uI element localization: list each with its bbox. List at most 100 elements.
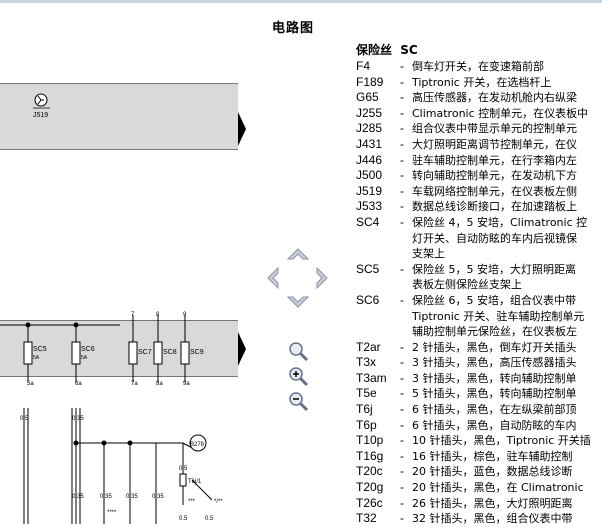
legend-item-line: 表板左侧保险丝支架上 bbox=[412, 278, 522, 292]
fuse-amp-sc6: 5A bbox=[81, 355, 88, 361]
legend-item-code: T32 bbox=[356, 511, 377, 526]
legend-item-line: 高压传感器，在发动机舱内右纵梁 bbox=[412, 91, 577, 105]
zoom-in-icon[interactable] bbox=[287, 365, 309, 387]
legend-item-desc: 倒车灯开关，在变速箱前部 bbox=[412, 59, 602, 75]
legend-item-line: Tiptronic 开关，在选档杆上 bbox=[412, 75, 552, 89]
legend-item-code: T6p bbox=[356, 417, 377, 432]
legend-item-code: T26c bbox=[356, 495, 383, 510]
legend-item-dash: - bbox=[400, 402, 404, 417]
legend-item-line: 辅助控制单元保险丝，在仪表板左 bbox=[412, 325, 577, 339]
legend-item-dash: - bbox=[400, 292, 404, 307]
terminal-top-8: 8 bbox=[156, 312, 160, 318]
legend-item-line: 保险丝 6，5 安培，组合仪表中带 bbox=[412, 293, 576, 307]
legend-item-dash: - bbox=[400, 511, 404, 526]
legend-item-dash: - bbox=[400, 214, 404, 229]
legend-item: SC4-保险丝 4，5 安培，Climatronic 控灯开关、自动防眩的车内后… bbox=[356, 215, 602, 262]
zoom-out-icon[interactable] bbox=[287, 390, 309, 412]
legend-item-desc: 20 针插头，黑色，在 Climatronic bbox=[412, 480, 602, 496]
legend-item-code: T5e bbox=[356, 386, 377, 401]
legend-item-line: 保险丝 5，5 安培，大灯照明距离 bbox=[412, 262, 576, 276]
legend-item-line: 组合仪表中带显示单元的控制单元 bbox=[412, 122, 577, 136]
legend-item-code: T16g bbox=[356, 448, 384, 463]
legend-item-desc: Tiptronic 开关，在选档杆上 bbox=[412, 75, 602, 91]
legend-item: T5e-5 针插头，黑色，转向辅助控制单 bbox=[356, 386, 602, 402]
legend-item-dash: - bbox=[400, 417, 404, 432]
next-page-arrow-icon[interactable] bbox=[238, 332, 246, 366]
wire-size-2: 0.35 bbox=[72, 416, 84, 422]
legend-item-desc: 26 针插头，黑色，大灯照明距离 bbox=[412, 496, 602, 512]
fuse-holder-band bbox=[0, 320, 238, 377]
legend-item-line: 支架上 bbox=[412, 247, 445, 261]
legend-item-dash: - bbox=[400, 480, 404, 495]
arrow-left-icon[interactable] bbox=[265, 267, 281, 289]
legend-item: T3x-3 针插头，黑色，高压传感器插头 bbox=[356, 355, 602, 371]
legend-item: T20g-20 针插头，黑色，在 Climatronic bbox=[356, 480, 602, 496]
legend-item-code: T2ar bbox=[356, 339, 381, 354]
legend-item-code: J255 bbox=[356, 105, 383, 120]
legend-item-desc: 6 针插头，黑色，自动防眩的车内 bbox=[412, 418, 602, 434]
legend-item-line: 大灯照明距离调节控制单元，在仪 bbox=[412, 137, 577, 151]
legend-item-code: F4 bbox=[356, 59, 371, 73]
legend-item-line: 5 针插头，黑色，转向辅助控制单 bbox=[412, 387, 577, 401]
legend-header: 保险丝 SC bbox=[356, 43, 602, 59]
legend-item-desc: 驻车辅助控制单元，在行李箱内左 bbox=[412, 153, 602, 169]
legend-item: T26c-26 针插头，黑色，大灯照明距离 bbox=[356, 496, 602, 512]
legend-item: T20c-20 针插头，蓝色，数据总线诊断 bbox=[356, 464, 602, 480]
arrow-up-icon[interactable] bbox=[287, 246, 309, 262]
legend-item-code: G65 bbox=[356, 90, 379, 105]
legend-item-dash: - bbox=[400, 59, 404, 73]
terminal-bottom-9a: 9a bbox=[183, 381, 190, 387]
legend-item: J255-Climatronic 控制单元，在仪表板中 bbox=[356, 106, 602, 122]
fuse-label-sc8: SC8 bbox=[163, 349, 177, 356]
legend-item-code: T20c bbox=[356, 464, 383, 479]
arrow-right-icon[interactable] bbox=[314, 267, 330, 289]
legend-item-desc: 高压传感器，在发动机舱内右纵梁 bbox=[412, 90, 602, 106]
component-label: B278 bbox=[190, 442, 205, 448]
legend-item-code: F189 bbox=[356, 74, 384, 89]
pan-controls bbox=[265, 246, 335, 310]
terminal-bottom-5a: 5a bbox=[27, 381, 34, 387]
legend-item-dash: - bbox=[400, 433, 404, 448]
legend-item-code: J519 bbox=[356, 183, 383, 198]
legend-item-desc: 3 针插头，黑色，高压传感器插头 bbox=[412, 355, 602, 371]
legend-item-line: 倒车灯开关，在变速箱前部 bbox=[412, 60, 544, 73]
circuit-diagram: J519 SC5 5A SC6 5A SC7 SC8 SC9 7 8 9 5a … bbox=[0, 0, 246, 524]
legend-item-code: T6j bbox=[356, 402, 373, 417]
legend-item: T6j-6 针插头，黑色，在左纵梁前部顶 bbox=[356, 402, 602, 418]
terminal-top-7: 7 bbox=[131, 312, 135, 318]
legend-item-dash: - bbox=[400, 355, 404, 370]
fuse-label-sc9: SC9 bbox=[190, 349, 204, 356]
fuse-label-sc6: SC6 bbox=[81, 346, 95, 353]
legend-item-code: SC4 bbox=[356, 214, 380, 229]
legend-item: J519-车载网络控制单元，在仪表板左侧 bbox=[356, 184, 602, 200]
legend-item-desc: 转向辅助控制单元，在发动机下方 bbox=[412, 168, 602, 184]
legend-item-line: 26 针插头，黑色，大灯照明距离 bbox=[412, 496, 573, 510]
legend-item-code: J500 bbox=[356, 168, 383, 183]
legend-item-line: 保险丝 4，5 安培，Climatronic 控 bbox=[412, 215, 588, 229]
legend-item: T32-32 针插头，黑色，组合仪表中带 bbox=[356, 511, 602, 527]
legend-item-code: SC5 bbox=[356, 261, 380, 276]
legend-item-line: 3 针插头，黑色，高压传感器插头 bbox=[412, 356, 577, 370]
fuse-label-sc7: SC7 bbox=[138, 349, 152, 356]
legend-item: F189-Tiptronic 开关，在选档杆上 bbox=[356, 75, 602, 91]
legend-item-desc: 数据总线诊断接口，在加速踏板上 bbox=[412, 199, 602, 215]
legend-item: T2ar-2 针插头，黑色，倒车灯开关插头 bbox=[356, 340, 602, 356]
legend-item-line: 转向辅助控制单元，在发动机下方 bbox=[412, 169, 577, 183]
wire-size-3: 0.5 bbox=[179, 466, 188, 472]
fuse-amp-sc5: 5A bbox=[33, 355, 40, 361]
connector-label: T6j/1 bbox=[188, 479, 202, 485]
legend-item: F4 -倒车灯开关，在变速箱前部 bbox=[356, 59, 602, 75]
legend-item-desc: 10 针插头，黑色，Tiptronic 开关插 bbox=[412, 433, 602, 449]
legend-item: J500-转向辅助控制单元，在发动机下方 bbox=[356, 168, 602, 184]
arrow-down-icon[interactable] bbox=[287, 294, 309, 310]
next-page-arrow-icon[interactable] bbox=[238, 112, 246, 146]
terminal-bottom-6a: 6a bbox=[75, 381, 82, 387]
zoom-fit-icon[interactable] bbox=[287, 340, 309, 362]
legend-item-dash: - bbox=[400, 370, 404, 385]
top-border bbox=[0, 0, 602, 3]
circuit-drawing: J519 SC5 5A SC6 5A SC7 SC8 SC9 7 8 9 5a … bbox=[0, 93, 223, 524]
legend-item: T3am-3 针插头，黑色，转向辅助控制单 bbox=[356, 371, 602, 387]
legend-item: J533-数据总线诊断接口，在加速踏板上 bbox=[356, 199, 602, 215]
